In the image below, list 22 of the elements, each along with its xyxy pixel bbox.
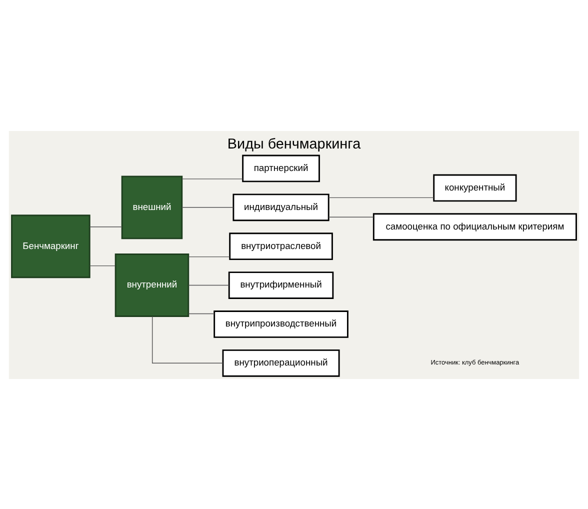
connector <box>89 226 122 227</box>
connector <box>182 206 234 208</box>
node-box: внутриоперационный <box>222 348 340 376</box>
connector <box>188 256 230 257</box>
node-box: самооценка по официальным критериям <box>372 212 577 240</box>
node-box: Бенчмаркинг <box>11 214 90 278</box>
connector <box>328 216 374 218</box>
node-box: внешний <box>121 175 183 239</box>
node-box: внутрифирменный <box>228 271 334 298</box>
node-box: внутренний <box>114 253 190 316</box>
node-box: индивидуальный <box>232 193 330 221</box>
diagram-title: Виды бенчмаркинга <box>227 136 361 152</box>
connector <box>182 178 244 179</box>
node-box: конкурентный <box>433 174 517 202</box>
connector <box>328 196 434 198</box>
connector <box>188 284 230 286</box>
node-box: внутрипроизводственный <box>214 310 348 338</box>
node-box: внутриотраслевой <box>229 232 333 260</box>
connector <box>152 316 224 363</box>
connector <box>188 312 215 314</box>
node-box: партнерский <box>242 154 320 182</box>
connector <box>89 264 116 266</box>
